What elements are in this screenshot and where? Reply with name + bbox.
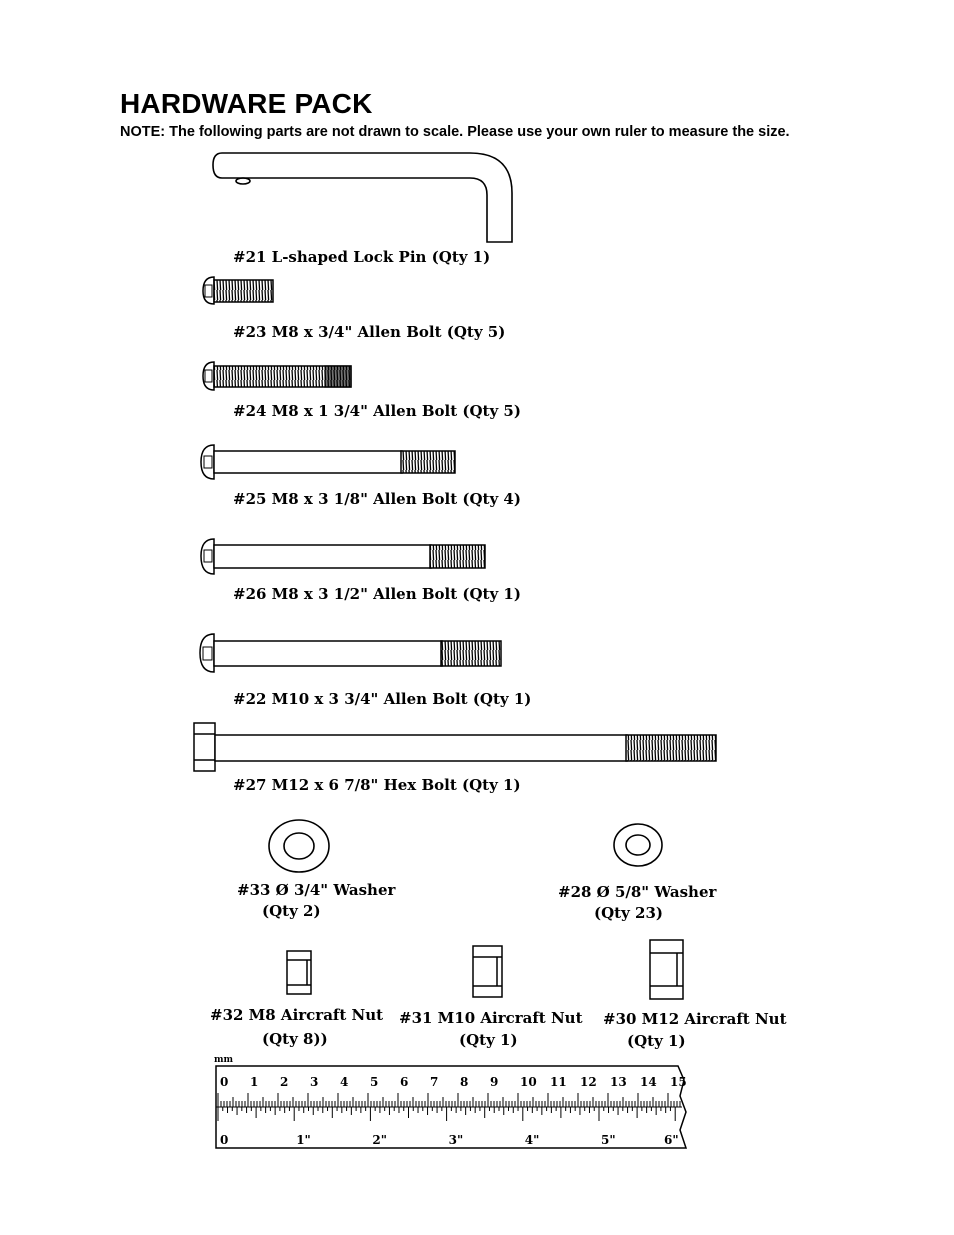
ruler-cm-label: 4 <box>340 1075 348 1089</box>
ruler-cm-label: 13 <box>610 1075 627 1089</box>
part-26-label: #26 M8 x 3 1/2" Allen Bolt (Qty 1) <box>233 585 521 603</box>
nut-32-label: #32 M8 Aircraft Nut <box>210 1006 384 1024</box>
ruler-inch-label: 0 <box>220 1133 228 1147</box>
bolt-24-drawing <box>202 361 352 391</box>
bolt-22-drawing <box>199 633 502 673</box>
ruler-inch-label: 4" <box>525 1133 540 1147</box>
nut-30-qty: (Qty 1) <box>627 1032 686 1050</box>
nut-30-label: #30 M12 Aircraft Nut <box>603 1010 787 1028</box>
nut-32-drawing <box>286 950 312 995</box>
scale-note: NOTE: The following parts are not drawn … <box>120 124 790 140</box>
nut-31-qty: (Qty 1) <box>459 1031 518 1049</box>
ruler-cm-label: 7 <box>430 1075 438 1089</box>
part-24-label: #24 M8 x 1 3/4" Allen Bolt (Qty 5) <box>233 402 521 420</box>
ruler-inch-label: 1" <box>296 1133 311 1147</box>
ruler-cm-label: 2 <box>280 1075 288 1089</box>
part-21-label: #21 L-shaped Lock Pin (Qty 1) <box>233 248 491 266</box>
bolt-26-drawing <box>200 538 486 575</box>
washer-28-label: #28 Ø 5/8" Washer <box>558 883 717 901</box>
washer-28-drawing <box>613 823 663 867</box>
ruler-inch-label: 6" <box>664 1133 679 1147</box>
part-22-label: #22 M10 x 3 3/4" Allen Bolt (Qty 1) <box>233 690 532 708</box>
ruler-cm-label: 6 <box>400 1075 408 1089</box>
lock-pin-drawing <box>212 152 513 243</box>
ruler-inch-label: 2" <box>372 1133 387 1147</box>
nut-32-qty: (Qty 8)) <box>262 1030 328 1048</box>
ruler-cm-label: 14 <box>640 1075 657 1089</box>
ruler-cm-label: 9 <box>490 1075 498 1089</box>
bolt-27-drawing <box>193 722 717 772</box>
nut-31-label: #31 M10 Aircraft Nut <box>399 1009 583 1027</box>
bolt-23-drawing <box>202 276 274 305</box>
part-27-label: #27 M12 x 6 7/8" Hex Bolt (Qty 1) <box>233 776 521 794</box>
ruler-inch-label: 3" <box>449 1133 464 1147</box>
ruler-cm-label: 3 <box>310 1075 318 1089</box>
page-title: HARDWARE PACK <box>120 88 373 119</box>
washer-33-drawing <box>268 819 330 873</box>
ruler-inch-label: 5" <box>601 1133 616 1147</box>
nut-30-drawing <box>649 939 684 1000</box>
washer-33-qty: (Qty 2) <box>262 902 321 920</box>
part-25-label: #25 M8 x 3 1/8" Allen Bolt (Qty 4) <box>233 490 521 508</box>
ruler-cm-label: 1 <box>250 1075 258 1089</box>
part-23-label: #23 M8 x 3/4" Allen Bolt (Qty 5) <box>233 323 506 341</box>
ruler-unit-label: mm <box>214 1055 234 1065</box>
nut-31-drawing <box>472 945 503 998</box>
ruler-cm-label: 0 <box>220 1075 228 1089</box>
bolt-25-drawing <box>200 444 456 480</box>
ruler-cm-label: 5 <box>370 1075 378 1089</box>
washer-33-label: #33 Ø 3/4" Washer <box>237 881 396 899</box>
ruler-cm-label: 8 <box>460 1075 468 1089</box>
ruler-cm-label: 10 <box>520 1075 537 1089</box>
washer-28-qty: (Qty 23) <box>594 904 664 922</box>
ruler-cm-label: 12 <box>580 1075 597 1089</box>
ruler-cm-label: 15 <box>670 1075 687 1089</box>
ruler-cm-label: 11 <box>550 1075 567 1089</box>
